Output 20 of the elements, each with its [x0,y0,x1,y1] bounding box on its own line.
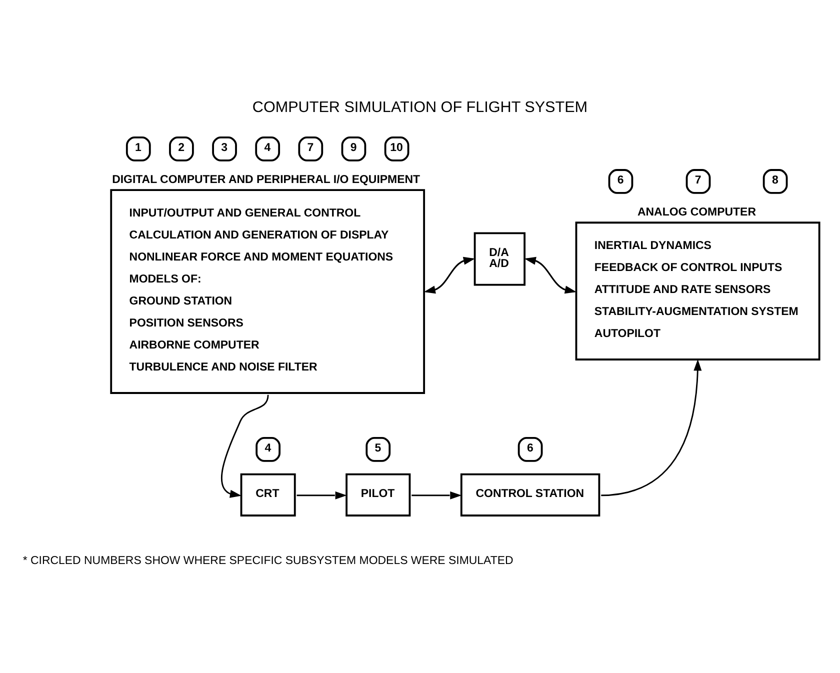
node-label: 1 [135,141,142,154]
node-label: 9 [350,141,357,154]
node-label: 2 [178,141,184,154]
arrow [220,394,269,498]
node-label: 5 [374,442,382,454]
arrow [412,490,462,499]
node-label: 8 [772,174,778,186]
node-box: D/A A/D [474,232,526,286]
node-label: 6 [526,442,534,454]
arrow [601,358,702,496]
node-label: 7 [307,141,314,154]
node-label: 6 [617,174,624,186]
diagram-title: COMPUTER SIMULATION OF FLIGHT SYSTEM [252,98,588,116]
arrow [296,490,347,499]
node-label: 10 [390,141,403,154]
node-label: 4 [264,442,272,454]
node-label: 7 [694,174,702,186]
node-label: 4 [264,141,271,154]
node-label: 3 [221,141,228,154]
label: * CIRCLED NUMBERS SHOW WHERE SPECIFIC SUBSYSTEM MODELS WERE SIMULATED [22,554,514,566]
